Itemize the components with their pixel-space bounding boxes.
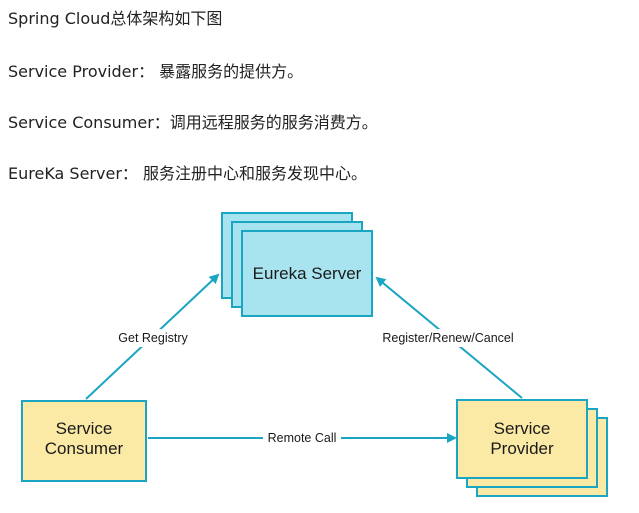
consumer-label-line1: Service [56,419,113,438]
intro-title: Spring Cloud总体架构如下图 [8,9,223,28]
server-description: EureKa Server： 服务注册中心和服务发现中心。 [8,164,367,183]
remote-call-label-bg [263,430,341,447]
get-registry-label: Get Registry [118,331,188,345]
eureka-server-node: Eureka Server [221,212,373,317]
consumer-description: Service Consumer：调用远程服务的服务消费方。 [8,113,378,132]
service-provider-node: Service Provider [456,399,608,497]
consumer-label-line2: Consumer [45,439,124,458]
provider-label-line1: Service [494,419,551,438]
register-label-bg [377,329,520,347]
provider-description: Service Provider： 暴露服务的提供方。 [8,62,304,81]
provider-label-line2: Provider [490,439,554,458]
eureka-server-label: Eureka Server [253,264,362,283]
remote-call-label: Remote Call [268,431,337,445]
get-registry-label-bg [113,329,193,347]
service-consumer-node: Service Consumer [21,400,147,482]
register-label: Register/Renew/Cancel [382,331,513,345]
